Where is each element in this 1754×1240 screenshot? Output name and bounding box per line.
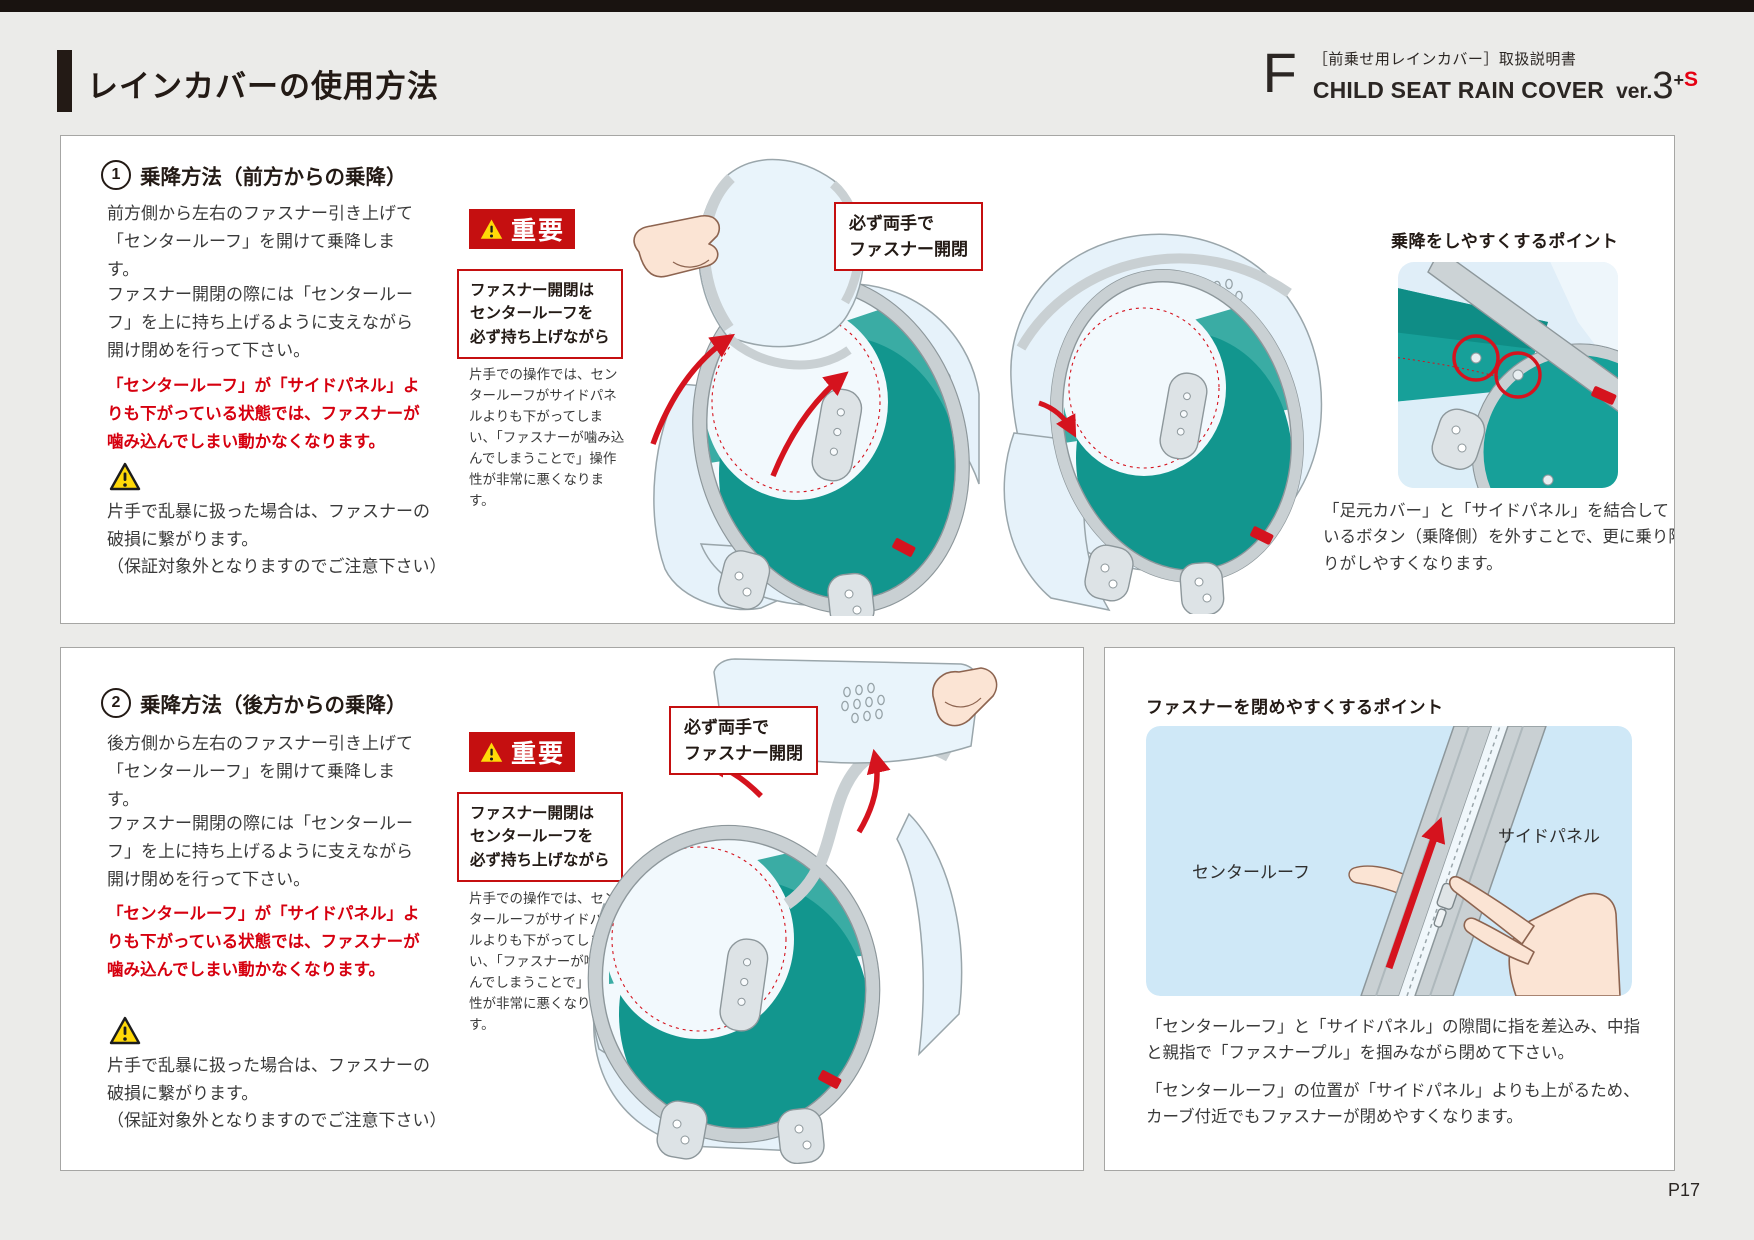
section1-para1: 前方側から左右のファスナー引き上げて「センタールーフ」を開けて乗降します。	[107, 204, 413, 280]
section1-warning-text: 「センタールーフ」が「サイドパネル」よりも下がっている状態では、ファスナーが噛み…	[107, 377, 420, 452]
section1-heading: 1 乗降方法（前方からの乗降）	[101, 160, 407, 190]
important-box-line: センタールーフを	[470, 305, 594, 323]
both-hands-label: 必ず両手で ファスナー開閉	[834, 202, 983, 271]
warning-triangle-icon	[109, 462, 141, 491]
zipper-tip-panel: ファスナーを閉めやすくするポイント	[1104, 647, 1675, 1171]
both-hands-label: 必ず両手で ファスナー開閉	[669, 706, 818, 775]
hand-illustration	[932, 667, 998, 727]
section1-caution: 片手で乱暴に扱った場合は、ファスナーの破損に繋がります。 （保証対象外となります…	[107, 498, 587, 581]
important-box-line: 必ず持ち上げながら	[470, 851, 610, 869]
important-note: 片手での操作では、センタールーフがサイドパネルよりも下がってしまい、「ファスナー…	[469, 891, 625, 1033]
section2-number-badge: 2	[101, 688, 131, 718]
red-arrow	[1038, 400, 1077, 438]
section2-para1: 後方側から左右のファスナー引き上げて「センタールーフ」を開けて乗降します。	[107, 734, 413, 810]
doc-type-line: ［前乗せ用レインカバー］取扱説明書	[1312, 51, 1577, 68]
raincover-side-view-illustration	[1003, 233, 1329, 614]
point1-heading: 乗降をしやすくするポイント	[1391, 232, 1619, 251]
highlight-circle	[1452, 334, 1500, 382]
important-box: ファスナー開閉は センタールーフを 必ず持ち上げながら	[457, 269, 623, 359]
section2-warning-text: 「センタールーフ」が「サイドパネル」よりも下がっている状態では、ファスナーが噛み…	[107, 905, 420, 980]
important-badge: 重要	[469, 209, 575, 249]
version-number: 3	[1652, 65, 1674, 107]
section2-caution: 片手で乱暴に扱った場合は、ファスナーの破損に繋がります。 （保証対象外となります…	[107, 1052, 587, 1135]
section1-heading-text: 乗降方法（前方からの乗降）	[140, 166, 407, 189]
version-label: ver.	[1616, 80, 1653, 103]
version-suffix: S	[1683, 68, 1698, 91]
important-badge-label: 重要	[510, 740, 565, 768]
zipper-closing-illustration: センタールーフ サイドパネル	[1146, 726, 1632, 996]
important-box-line: センタールーフを	[470, 828, 594, 846]
red-arrow	[770, 371, 849, 478]
section2-para2: ファスナー開閉の際には「センタールーフ」を上に持ち上げるように支えながら開け閉め…	[107, 814, 413, 890]
section2-caution-note: （保証対象外となりますのでご注意下さい）	[107, 1111, 447, 1131]
section2-heading-text: 乗降方法（後方からの乗降）	[140, 694, 407, 717]
brand-tag	[1591, 386, 1617, 405]
red-arrow	[856, 748, 891, 834]
point2-caption1: 「センタールーフ」と「サイドパネル」の隙間に指を差込み、中指と親指で「ファスナー…	[1146, 1018, 1641, 1063]
product-name-line: CHILD SEAT RAIN COVER ver. 3 + S	[1312, 65, 1698, 107]
important-note: 片手での操作では、センタールーフがサイドパネルよりも下がってしまい、「ファスナー…	[469, 367, 625, 509]
both-hands-label-line: 必ず両手で	[684, 718, 769, 737]
series-letter: F	[1262, 41, 1297, 104]
document-header: F ［前乗せ用レインカバー］取扱説明書 CHILD SEAT RAIN COVE…	[1262, 41, 1698, 107]
brand-tag	[892, 538, 916, 557]
hand-illustration	[1448, 876, 1621, 996]
both-hands-label-line: ファスナー開閉	[684, 743, 803, 763]
raincover-front-open-illustration	[633, 158, 1000, 616]
point1-caption: 「足元カバー」と「サイドパネル」を結合しているボタン（乗降側）を外すことで、更に…	[1323, 502, 1675, 573]
vent-holes	[841, 682, 885, 724]
warning-triangle-icon	[480, 742, 503, 762]
version-plus: +	[1673, 70, 1684, 90]
point2-heading: ファスナーを閉めやすくするポイント	[1146, 698, 1444, 717]
title-accent-bar	[57, 50, 72, 112]
button-closeup-illustration	[1398, 262, 1618, 488]
hand-illustration	[633, 215, 721, 278]
section1-caution-note: （保証対象外となりますのでご注意下さい）	[107, 557, 447, 577]
point2-caption2: 「センタールーフ」の位置が「サイドパネル」よりも上がるため、カーブ付近でもファス…	[1146, 1082, 1640, 1127]
important-box-line: ファスナー開閉は	[470, 282, 595, 299]
warning-triangle-icon	[109, 1016, 141, 1045]
page-title: レインカバーの使用方法	[87, 69, 439, 104]
important-box-line: ファスナー開閉は	[470, 805, 595, 822]
top-black-bar	[0, 0, 1754, 12]
important-badge: 重要	[469, 732, 575, 772]
brand-tag	[818, 1070, 842, 1089]
side-panel-label: サイドパネル	[1498, 827, 1600, 846]
highlight-circle	[1494, 351, 1542, 399]
important-badge-label: 重要	[510, 217, 565, 245]
page-number: P17	[1667, 1180, 1700, 1200]
section2-heading: 2 乗降方法（後方からの乗降）	[101, 688, 407, 718]
section1-panel: 1 乗降方法（前方からの乗降） 前方側から左右のファスナー引き上げて「センタール…	[60, 135, 1675, 624]
section1-caution-text: 片手で乱暴に扱った場合は、ファスナーの破損に繋がります。	[107, 502, 430, 549]
section1-number-badge: 1	[101, 160, 131, 190]
red-arrow	[1385, 816, 1446, 970]
section1-para2: ファスナー開閉の際には「センタールーフ」を上に持ち上げるように支えながら開け閉め…	[107, 285, 413, 361]
brand-tag	[1250, 526, 1274, 545]
section2-caution-text: 片手で乱暴に扱った場合は、ファスナーの破損に繋がります。	[107, 1056, 430, 1103]
important-box-line: 必ず持ち上げながら	[470, 328, 610, 346]
center-roof-label: センタールーフ	[1192, 863, 1310, 882]
both-hands-label-line: 必ず両手で	[849, 214, 934, 233]
product-name: CHILD SEAT RAIN COVER	[1312, 77, 1605, 103]
section2-panel: 2 乗降方法（後方からの乗降） 後方側から左右のファスナー引き上げて「センタール…	[60, 647, 1084, 1171]
warning-triangle-icon	[480, 219, 503, 239]
both-hands-label-line: ファスナー開閉	[849, 239, 968, 259]
important-box: ファスナー開閉は センタールーフを 必ず持ち上げながら	[457, 792, 623, 882]
page-title-block: レインカバーの使用方法	[57, 50, 439, 112]
red-arrow	[650, 333, 736, 445]
raincover-rear-open-illustration	[579, 658, 998, 1164]
